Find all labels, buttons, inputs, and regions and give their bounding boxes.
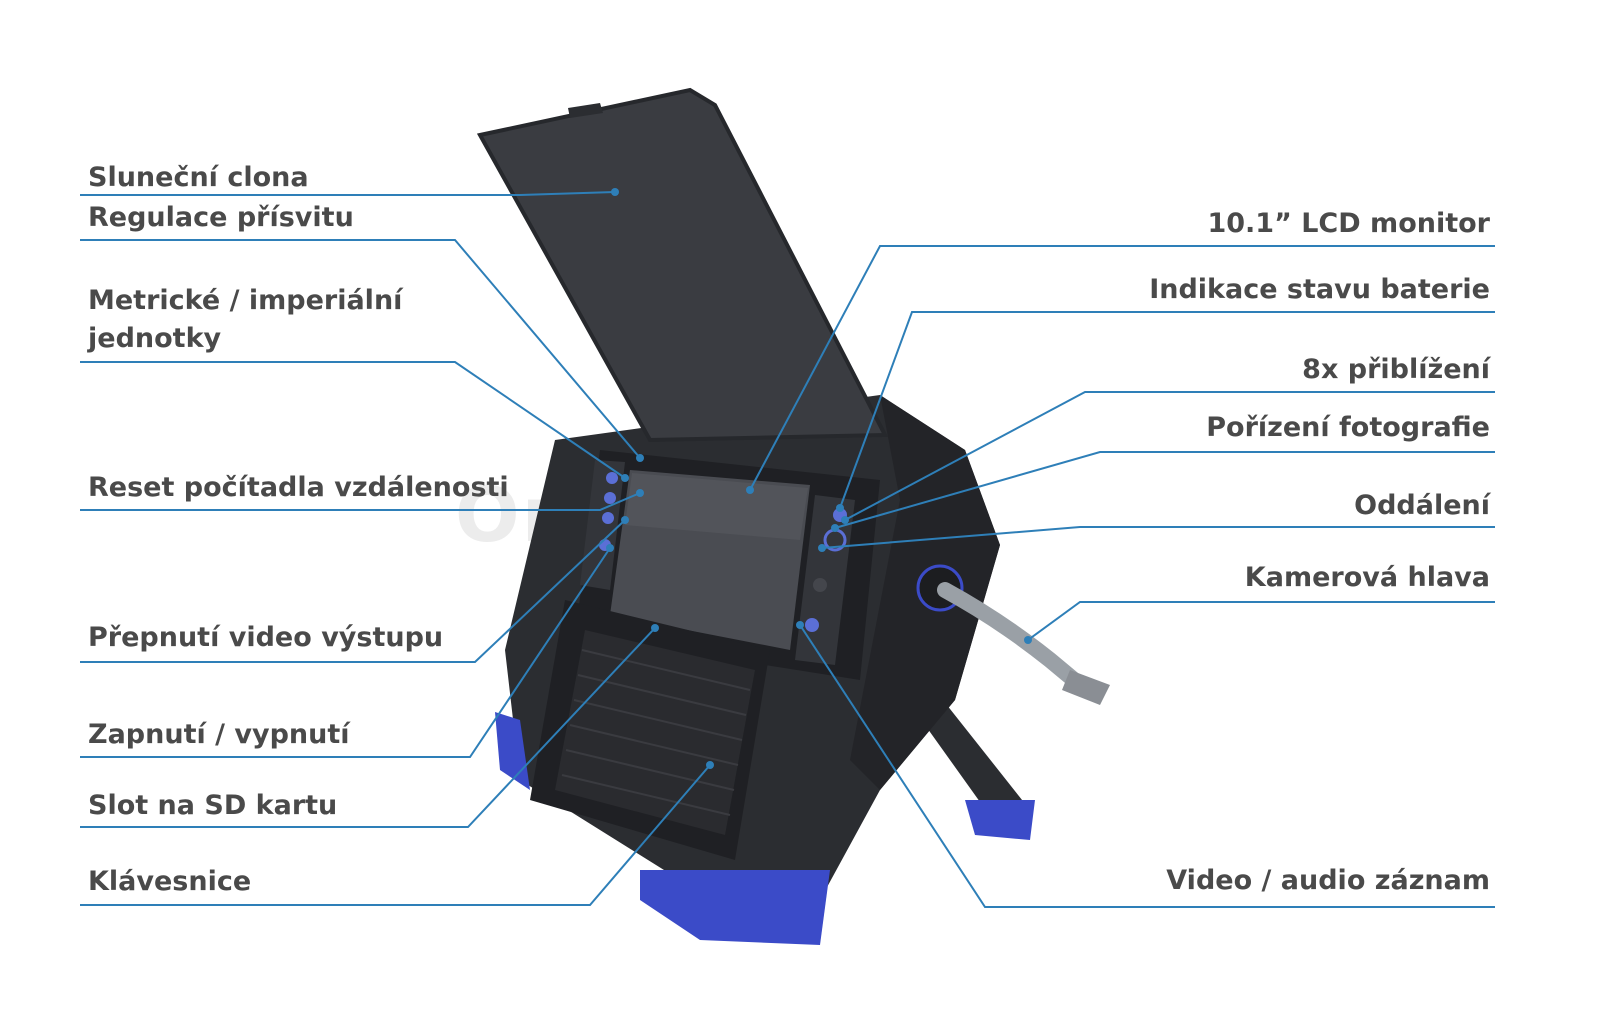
leader-zoom-in-dot <box>841 516 849 524</box>
leader-video-output-dot <box>621 516 629 524</box>
leader-lines <box>80 188 1495 908</box>
label-sd-slot: Slot na SD kartu <box>88 790 338 821</box>
label-units-line1: Metrické / imperiální <box>88 285 403 316</box>
bottom-bumper <box>640 870 830 945</box>
leader-power-dot <box>606 544 614 552</box>
shade-handle <box>568 103 603 118</box>
leader-reset-counter <box>80 492 641 511</box>
leader-reset-counter-dot <box>636 489 644 497</box>
leader-battery <box>839 311 1495 509</box>
leader-photo-dot <box>831 524 839 532</box>
label-record: Video / audio záznam <box>1166 865 1490 896</box>
screen-glare <box>625 473 808 540</box>
label-keyboard: Klávesnice <box>88 866 252 897</box>
leader-battery-dot <box>836 504 844 512</box>
label-zoom-in: 8x přiblížení <box>1302 354 1490 385</box>
label-battery: Indikace stavu baterie <box>1149 274 1490 305</box>
label-camera-head: Kamerová hlava <box>1244 562 1490 593</box>
leader-sd-slot-dot <box>651 624 659 632</box>
leader-units-dot <box>621 474 629 482</box>
leader-record <box>799 624 1495 908</box>
keyboard-keys <box>561 649 751 816</box>
label-reset-counter: Reset počítadla vzdálenosti <box>88 472 509 503</box>
button-reset <box>602 512 614 524</box>
leader-sun-shade-dot <box>611 188 619 196</box>
label-photo: Pořízení fotografie <box>1206 412 1490 443</box>
camera-head <box>1062 670 1110 705</box>
leader-video-output <box>80 519 626 663</box>
leader-zoom-out <box>821 526 1495 549</box>
button-units <box>604 492 616 504</box>
leader-record-dot <box>796 621 804 629</box>
leader-sd-slot <box>80 627 656 828</box>
leader-zoom-in <box>844 391 1495 521</box>
label-lcd-monitor: 10.1” LCD monitor <box>1207 208 1490 239</box>
button-record <box>805 618 819 632</box>
leader-lcd-monitor <box>749 245 1495 491</box>
leader-brightness <box>80 239 641 459</box>
leader-camera-head-dot <box>1024 636 1032 644</box>
label-sun-shade: Sluneční clona <box>88 162 309 193</box>
label-brightness: Regulace přísvitu <box>88 202 354 233</box>
leader-photo <box>834 451 1495 529</box>
camera-cable <box>937 582 1088 693</box>
stand-foot <box>965 800 1035 840</box>
sun-shade <box>476 87 889 443</box>
leader-keyboard-dot <box>706 761 714 769</box>
label-power: Zapnutí / vypnutí <box>88 719 350 750</box>
leader-brightness-dot <box>636 454 644 462</box>
leader-keyboard <box>80 764 711 906</box>
leader-zoom-out-dot <box>818 544 826 552</box>
button-brightness <box>606 472 618 484</box>
button-a <box>813 578 827 592</box>
left-button-panel <box>580 460 625 590</box>
leader-camera-head <box>1027 601 1495 641</box>
label-video-output: Přepnutí video výstupu <box>88 622 444 653</box>
leader-units <box>80 361 626 479</box>
leader-sun-shade <box>80 191 616 196</box>
leader-lcd-monitor-dot <box>746 486 754 494</box>
label-units-line2: jednotky <box>88 323 222 354</box>
leader-power <box>80 547 611 758</box>
label-zoom-out: Oddálení <box>1354 490 1490 521</box>
